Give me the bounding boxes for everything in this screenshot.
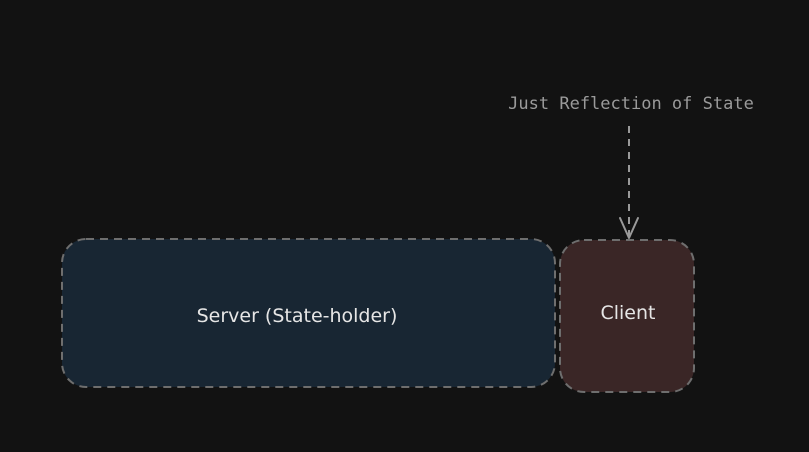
annotation-arrow bbox=[619, 126, 639, 239]
server-label: Server (State-holder) bbox=[197, 305, 398, 327]
arrowhead-icon bbox=[619, 217, 639, 239]
client-node[interactable]: Client bbox=[559, 239, 695, 393]
annotation-label: Just Reflection of State bbox=[508, 94, 754, 114]
server-box bbox=[61, 238, 556, 388]
client-label: Client bbox=[600, 302, 655, 324]
server-node[interactable]: Server (State-holder) bbox=[61, 238, 556, 388]
client-box bbox=[559, 239, 695, 393]
